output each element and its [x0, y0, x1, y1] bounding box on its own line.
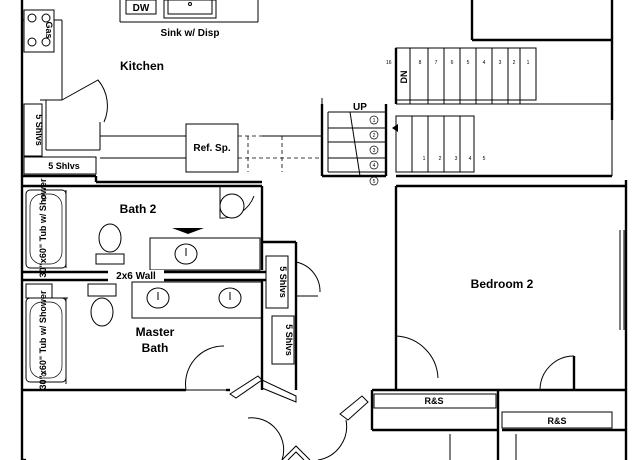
closet-door-swing — [539, 355, 575, 391]
bedroom-2: Bedroom 2 — [394, 184, 626, 391]
ref-label: Ref. Sp. — [193, 143, 230, 154]
bath2-label: Bath 2 — [120, 202, 157, 216]
svg-text:5: 5 — [373, 179, 376, 185]
wall-label: 2x6 Wall — [116, 271, 156, 282]
gas-label: Gas — [44, 21, 54, 38]
svg-text:16: 16 — [386, 60, 392, 66]
svg-text:2: 2 — [373, 133, 376, 139]
drain-icon — [41, 195, 47, 201]
exterior-walls — [20, 0, 628, 460]
shelves-kitchen-horizontal — [23, 156, 97, 175]
vanity-bath2 — [149, 237, 261, 271]
shelves-kitchen-h-label: 5 Shlvs — [48, 161, 80, 171]
svg-text:3: 3 — [499, 60, 502, 66]
fridge-space — [185, 123, 239, 173]
door-leaf — [261, 379, 297, 403]
dn-label: DN — [399, 71, 409, 84]
rod-shelf-1 — [373, 393, 497, 409]
toilet-tank-master — [87, 283, 117, 297]
toilet-bath2 — [98, 223, 122, 253]
toilet-master — [90, 297, 114, 327]
shelves-hall-2-label: 5 Shlvs — [284, 324, 294, 356]
pantry-door-swing — [61, 79, 108, 123]
linen-door-swing — [295, 261, 321, 293]
entry-step — [281, 445, 311, 460]
svg-text:4: 4 — [469, 156, 472, 162]
master-bath-door-swing — [185, 345, 226, 391]
burner-icon — [27, 37, 37, 47]
door-leaf — [339, 395, 369, 421]
svg-text:3: 3 — [373, 148, 376, 154]
svg-text:3: 3 — [455, 156, 458, 162]
sink-label: Sink w/ Disp — [161, 28, 220, 39]
bath-2: 30"x60" Tub w/ Shower Bath 2 — [22, 178, 264, 277]
mirror-icon — [172, 228, 204, 234]
up-label: UP — [353, 102, 367, 113]
svg-text:4: 4 — [373, 163, 376, 169]
bedroom2-label: Bedroom 2 — [471, 277, 534, 291]
wall-2x6: 2x6 Wall — [22, 270, 270, 282]
interior-walls — [262, 98, 386, 178]
master-bath: 30"x60" Tub w/ Shower Master Bath — [22, 280, 264, 392]
shelves-hall-2 — [271, 315, 295, 365]
rod-shelf-2 — [501, 411, 613, 429]
dw-label: DW — [133, 3, 150, 14]
tub1-label: 30"x60" Tub w/ Shower — [38, 178, 48, 277]
hallway-doors — [229, 375, 369, 460]
stair-up-numbers: 1 2 3 4 5 — [369, 115, 379, 186]
toilet-tank — [95, 253, 125, 265]
kitchen-label: Kitchen — [120, 59, 164, 73]
door-leaf — [229, 375, 263, 399]
svg-text:1: 1 — [423, 156, 426, 162]
hall-linen: 5 Shlvs 5 Shlvs — [262, 240, 321, 390]
kitchen-area: Gas DW Sink w/ Disp Kitchen 5 Shlvs 5 Sh… — [22, 0, 322, 184]
shelves-kitchen-vertical — [23, 103, 43, 157]
rs1-label: R&S — [424, 396, 443, 406]
svg-text:2: 2 — [513, 60, 516, 66]
shelves-kitchen-v-label: 5 Shlvs — [34, 114, 44, 146]
bedroom-door-swing — [395, 335, 439, 379]
stair-top-numbers: 16 8 7 6 5 4 3 2 1 — [386, 60, 530, 66]
svg-text:1: 1 — [527, 60, 530, 66]
drain-icon — [41, 371, 47, 377]
dishwasher — [125, 0, 157, 15]
master-label: Master — [136, 325, 175, 339]
svg-text:5: 5 — [467, 60, 470, 66]
bath-label: Bath — [142, 341, 169, 355]
shelves-hall-1 — [265, 255, 289, 309]
drain-icon — [188, 2, 192, 6]
burner-icon — [27, 13, 37, 23]
svg-text:7: 7 — [435, 60, 438, 66]
staircase: UP 1 2 3 4 5 DN 16 8 7 6 5 4 3 2 — [320, 47, 613, 186]
stair-mid-numbers: 1 2 3 4 5 — [423, 156, 486, 162]
arrow-left-icon — [392, 124, 398, 132]
svg-text:4: 4 — [483, 60, 486, 66]
burner-icon — [41, 37, 51, 47]
svg-text:8: 8 — [419, 60, 422, 66]
shelves-hall-1-label: 5 Shlvs — [278, 266, 288, 298]
rs2-label: R&S — [547, 416, 566, 426]
svg-text:5: 5 — [483, 156, 486, 162]
tub2-label: 30"x60" Tub w/ Shower — [38, 290, 48, 389]
fan-icon — [219, 193, 245, 219]
svg-text:2: 2 — [439, 156, 442, 162]
svg-text:6: 6 — [451, 60, 454, 66]
svg-text:1: 1 — [373, 118, 376, 124]
closets: R&S R&S — [370, 388, 626, 460]
burner-icon — [41, 13, 51, 23]
sink-basin — [167, 0, 213, 15]
